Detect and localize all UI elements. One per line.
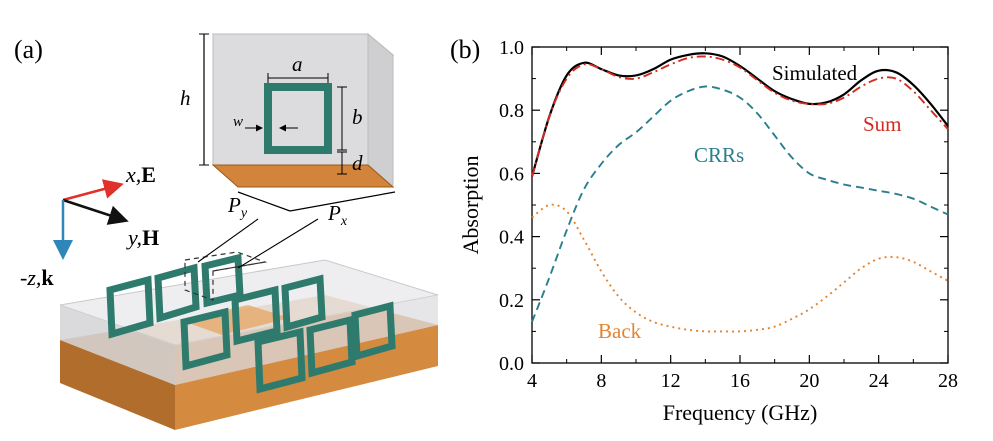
series-label-crrs: CRRs (694, 143, 744, 167)
plot-frame (531, 46, 949, 364)
ring-resonator (264, 83, 332, 154)
series-line-back (531, 203, 949, 333)
metasurface-array (59, 218, 439, 430)
x-tick-label: 20 (799, 370, 819, 392)
y-tick-label: 0.4 (499, 227, 524, 249)
dim-w: w (233, 114, 243, 130)
series-line-simulated (530, 52, 949, 177)
coordinate-axes (53, 179, 129, 260)
z-axis-label: -z,k (20, 265, 54, 290)
series-label-sum: Sum (863, 112, 902, 136)
y-tick-label: 1.0 (499, 37, 524, 59)
dim-b: b (352, 105, 363, 129)
y-tick-label: 0.2 (499, 290, 524, 312)
panel-a-label: (a) (14, 35, 43, 64)
series-label-back: Back (598, 319, 642, 343)
series-line-sum (531, 55, 949, 177)
dim-px: Px (327, 201, 348, 229)
dim-d: d (352, 151, 363, 175)
unit-cell (199, 32, 396, 212)
x-tick-label: 28 (938, 370, 958, 392)
y-tick-label: 0.6 (499, 163, 524, 185)
x-axis-label: x,E (125, 162, 156, 187)
x-axis-label: Frequency (GHz) (663, 400, 818, 425)
x-tick-label: 12 (661, 370, 681, 392)
dim-h: h (180, 86, 191, 110)
y-tick-label: 0.8 (499, 100, 524, 122)
plot-area: 4 8 12 16 20 24 28 0.0 0.2 0.4 0.6 0.8 1.0Frequency … (458, 37, 958, 425)
series-line-crrs (531, 85, 949, 323)
y-axis-label: y,H (126, 225, 159, 250)
x-tick-label: 4 (527, 370, 537, 392)
x-tick-label: 24 (869, 370, 889, 392)
ground-plate (211, 164, 395, 188)
series-label-simulated: Simulated (772, 61, 858, 85)
x-tick-label: 16 (730, 370, 750, 392)
absorption-chart: (b) 4 8 12 16 20 24 28 0.0 0.2 0.4 0.6 0.8 1.0Freque… (450, 35, 958, 425)
dim-a: a (292, 52, 303, 76)
schematic-panel: (a) h a b d w Py Px (14, 32, 439, 430)
y-axis-label: Absorption (458, 156, 483, 255)
dim-py: Py (227, 193, 248, 221)
panel-b-label: (b) (450, 35, 480, 64)
x-tick-label: 8 (596, 370, 606, 392)
y-tick-label: 0.0 (499, 353, 524, 375)
